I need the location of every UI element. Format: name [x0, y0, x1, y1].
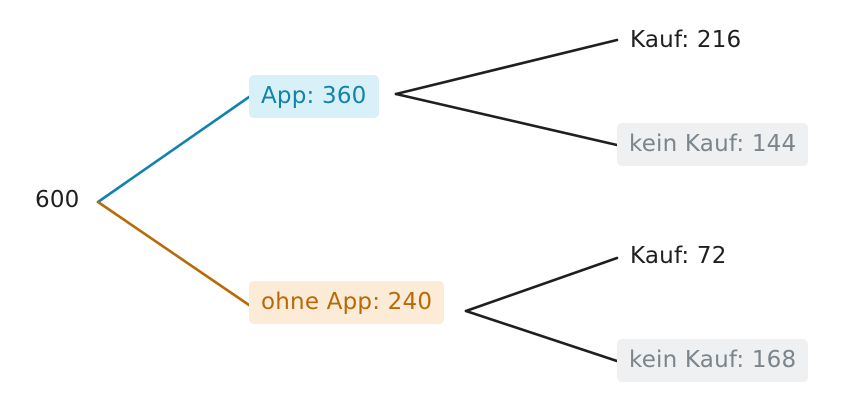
ohne-app-kauf-node: Kauf: 72 [630, 243, 727, 269]
ohne-app-kein-kauf-node: kein Kauf: 168 [617, 339, 809, 382]
edge-root-to-app [96, 95, 251, 204]
edge-app-to-kein-kauf [394, 92, 619, 147]
app-kauf-node: Kauf: 216 [630, 27, 742, 53]
ohne-app-node: ohne App: 240 [249, 281, 445, 324]
root-node: 600 [35, 187, 80, 213]
app-kein-kauf-node: kein Kauf: 144 [617, 123, 809, 166]
edge-ohne-app-to-kauf [464, 256, 619, 313]
edge-app-to-kauf [394, 38, 619, 96]
edge-root-to-ohne-app [96, 200, 251, 307]
app-node: App: 360 [249, 75, 379, 118]
edge-ohne-app-to-kein-kauf [464, 309, 619, 363]
